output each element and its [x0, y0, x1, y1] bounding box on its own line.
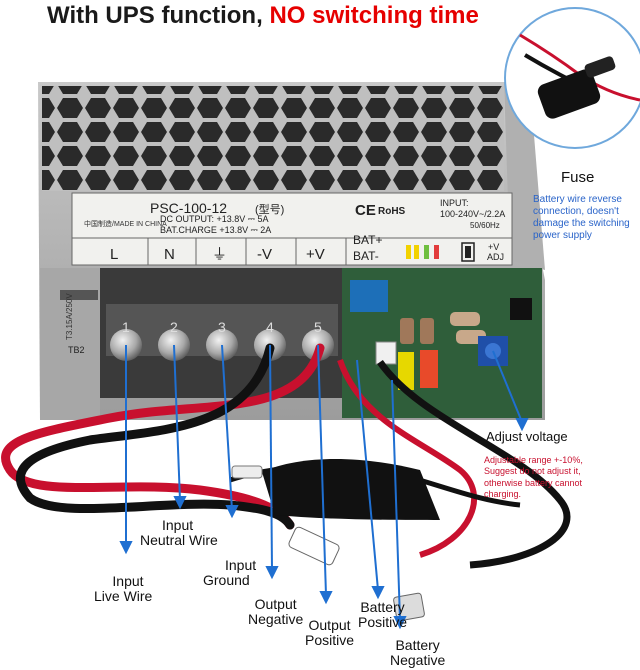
vent-mesh — [42, 86, 504, 191]
headline-prefix: With UPS function, — [47, 2, 263, 29]
terminal-name-l: L — [110, 246, 118, 263]
adjust-note-line-3: otherwise battery cannot — [484, 477, 583, 488]
input-live-line-1: Input — [112, 573, 144, 589]
made-in: 中国制造/MADE IN CHINA — [84, 219, 167, 228]
terminal-name-row: L N ⏚ -V +V — [110, 238, 347, 265]
terminal-name-plus-v: +V — [306, 246, 325, 263]
bat-minus-mark: BAT- — [353, 249, 379, 263]
bat-charge-line: BAT.CHARGE +13.8V ⎓ 2A — [160, 225, 271, 235]
adjust-note-line-2: Suggest do not adjust it, — [484, 466, 581, 477]
adjust-voltage-title: Adjust voltage — [486, 429, 568, 444]
label-battery-positive: Battery Positive — [358, 600, 407, 629]
crimp-terminal — [288, 526, 340, 566]
fuse-note-line-3: damage the switching — [533, 218, 630, 229]
input-line-2: 100-240V~/2.2A — [440, 209, 505, 219]
terminal-number-4: 4 — [266, 319, 274, 335]
rohs-mark: RoHS — [378, 206, 406, 217]
ce-mark: CE — [355, 202, 376, 219]
adj-line-1: +V — [488, 242, 499, 252]
battery-negative-line-2: Negative — [390, 651, 446, 668]
label-input-ground: Input Ground — [203, 558, 256, 587]
callout-pointers — [119, 344, 529, 630]
label-battery-negative: Battery Negative — [390, 638, 445, 667]
input-ground-line-1: Input — [225, 557, 257, 573]
input-neutral-line-2: Neutral Wire — [140, 531, 218, 548]
terminal-name-n: N — [164, 246, 175, 263]
fuse-note-line-2: connection, doesn't — [533, 206, 619, 217]
model-number-cn: (型号) — [255, 202, 284, 216]
headline-highlight: NO switching time — [269, 2, 479, 29]
blue-capacitor — [350, 280, 388, 312]
terminal-number-1: 1 — [122, 319, 130, 335]
fuse-inset — [504, 7, 640, 149]
output-positive-line-1: Output — [308, 617, 351, 633]
output-negative-line-1: Output — [254, 596, 297, 612]
battery-positive-line-1: Battery — [360, 599, 405, 615]
pcb-board — [342, 268, 542, 418]
adj-line-2: ADJ — [487, 252, 504, 262]
tb-label: TB2 — [68, 345, 85, 355]
fuse-title: Fuse — [561, 169, 595, 186]
adjust-note-line-4: charging. — [484, 488, 522, 499]
model-number: PSC-100-12 — [150, 200, 227, 216]
battery-positive-line-2: Positive — [358, 613, 408, 630]
fuse-note-line-1: Battery wire reverse — [533, 194, 622, 205]
input-ground-line-2: Ground — [203, 571, 250, 588]
input-neutral-line-1: Input — [162, 517, 194, 533]
terminal-number-3: 3 — [218, 319, 226, 335]
input-line-3: 50/60Hz — [470, 221, 500, 230]
output-negative-line-2: Negative — [248, 610, 304, 627]
fuse-note-line-4: power supply — [533, 230, 592, 241]
label-output-positive: Output Positive — [305, 618, 354, 647]
headline: With UPS function, NO switching time — [0, 2, 640, 30]
battery-negative-line-1: Battery — [395, 637, 440, 653]
input-line-1: INPUT: — [440, 198, 469, 208]
inline-fuse-holder — [262, 458, 440, 520]
fuse-rating-mark: T3.15A/250V — [65, 293, 74, 340]
fuse-note: Battery wire reverse connection, doesn't… — [533, 194, 640, 242]
label-plate: PSC-100-12 (型号) CE RoHS INPUT: 100-240V~… — [71, 192, 513, 266]
output-positive-line-2: Positive — [305, 631, 355, 648]
terminal-name-ground: ⏚ — [212, 245, 227, 263]
adjust-voltage-note: Adjustable range +-10%, Suggest do not a… — [484, 455, 634, 500]
adjust-note-line-1: Adjustable range +-10%, — [484, 455, 583, 465]
input-live-line-2: Live Wire — [94, 587, 153, 604]
fuse-holder-icon — [537, 69, 601, 119]
label-input-live: Input Live Wire — [94, 573, 152, 603]
dc-output-line: DC OUTPUT: +13.8V ⎓ 5A — [160, 214, 268, 224]
terminal-number-5: 5 — [314, 319, 322, 335]
label-input-neutral: Input Neutral Wire — [140, 518, 218, 547]
bat-plus-mark: BAT+ — [353, 233, 382, 247]
terminal-number-2: 2 — [170, 319, 178, 335]
terminal-name-minus-v: -V — [257, 246, 272, 263]
label-output-negative: Output Negative — [248, 597, 303, 626]
